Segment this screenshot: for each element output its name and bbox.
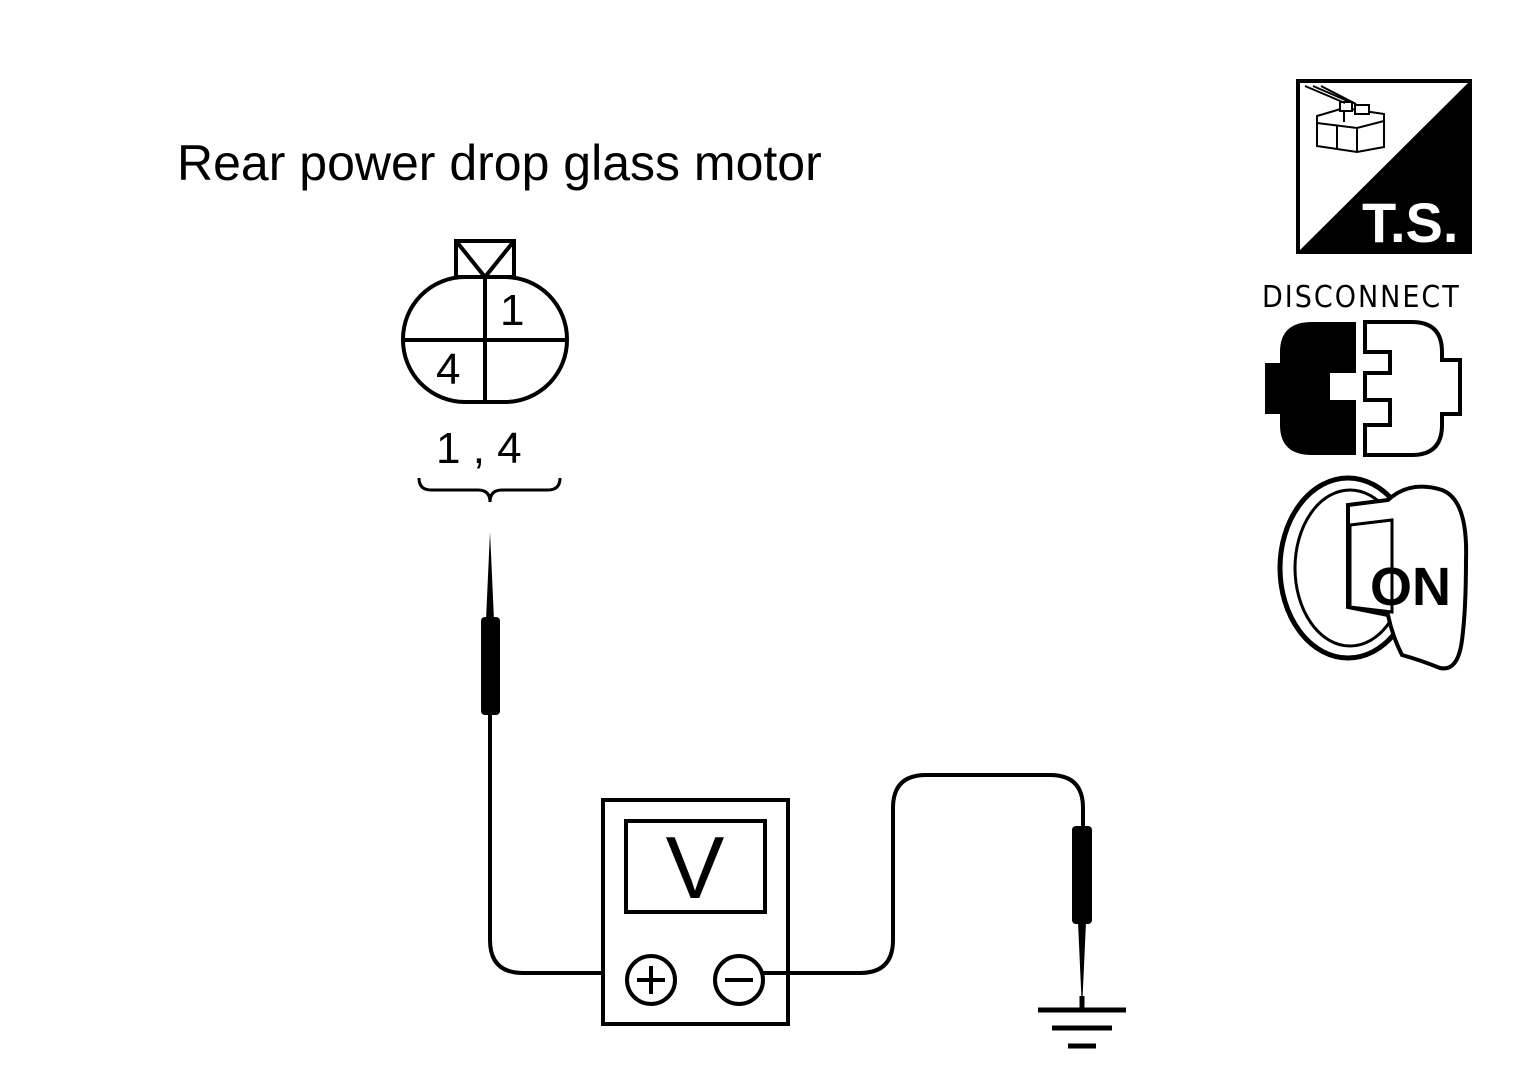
connector-pins-label: 1 , 4	[436, 424, 522, 473]
ts-label: T.S.	[1362, 191, 1458, 254]
disconnect-label: DISCONNECT	[1262, 280, 1461, 315]
negative-lead-wire	[763, 773, 1085, 975]
voltmeter-display	[624, 819, 767, 914]
pins-brace	[417, 477, 562, 503]
ignition-on-label: ON	[1370, 557, 1451, 617]
connector-plug-icon	[1265, 322, 1356, 455]
connector-latch	[454, 239, 516, 279]
negative-probe-handle	[1072, 826, 1092, 924]
negative-probe-tip	[1078, 922, 1086, 1010]
positive-probe-tip	[486, 532, 494, 620]
connector-pin-4: 4	[436, 345, 460, 394]
voltmeter-letter: V	[666, 818, 725, 917]
positive-probe	[481, 532, 500, 715]
connector-symbol	[401, 239, 569, 404]
ignition-key-icon: ON	[1277, 475, 1469, 671]
connector-latch-mark	[454, 239, 516, 281]
ts-icon: T.S.	[1296, 79, 1472, 254]
diagram-title: Rear power drop glass motor	[177, 135, 822, 191]
positive-lead-wire	[488, 715, 628, 975]
ground-icon	[1038, 996, 1126, 1049]
voltmeter: V	[601, 798, 790, 1026]
connector-pin-1: 1	[500, 286, 524, 335]
disconnect-icon: DISCONNECT	[1262, 280, 1462, 457]
connector-socket-icon	[1363, 320, 1462, 457]
negative-probe	[1072, 826, 1092, 1010]
connector-block-icon	[1304, 85, 1385, 154]
positive-probe-handle	[481, 617, 500, 715]
